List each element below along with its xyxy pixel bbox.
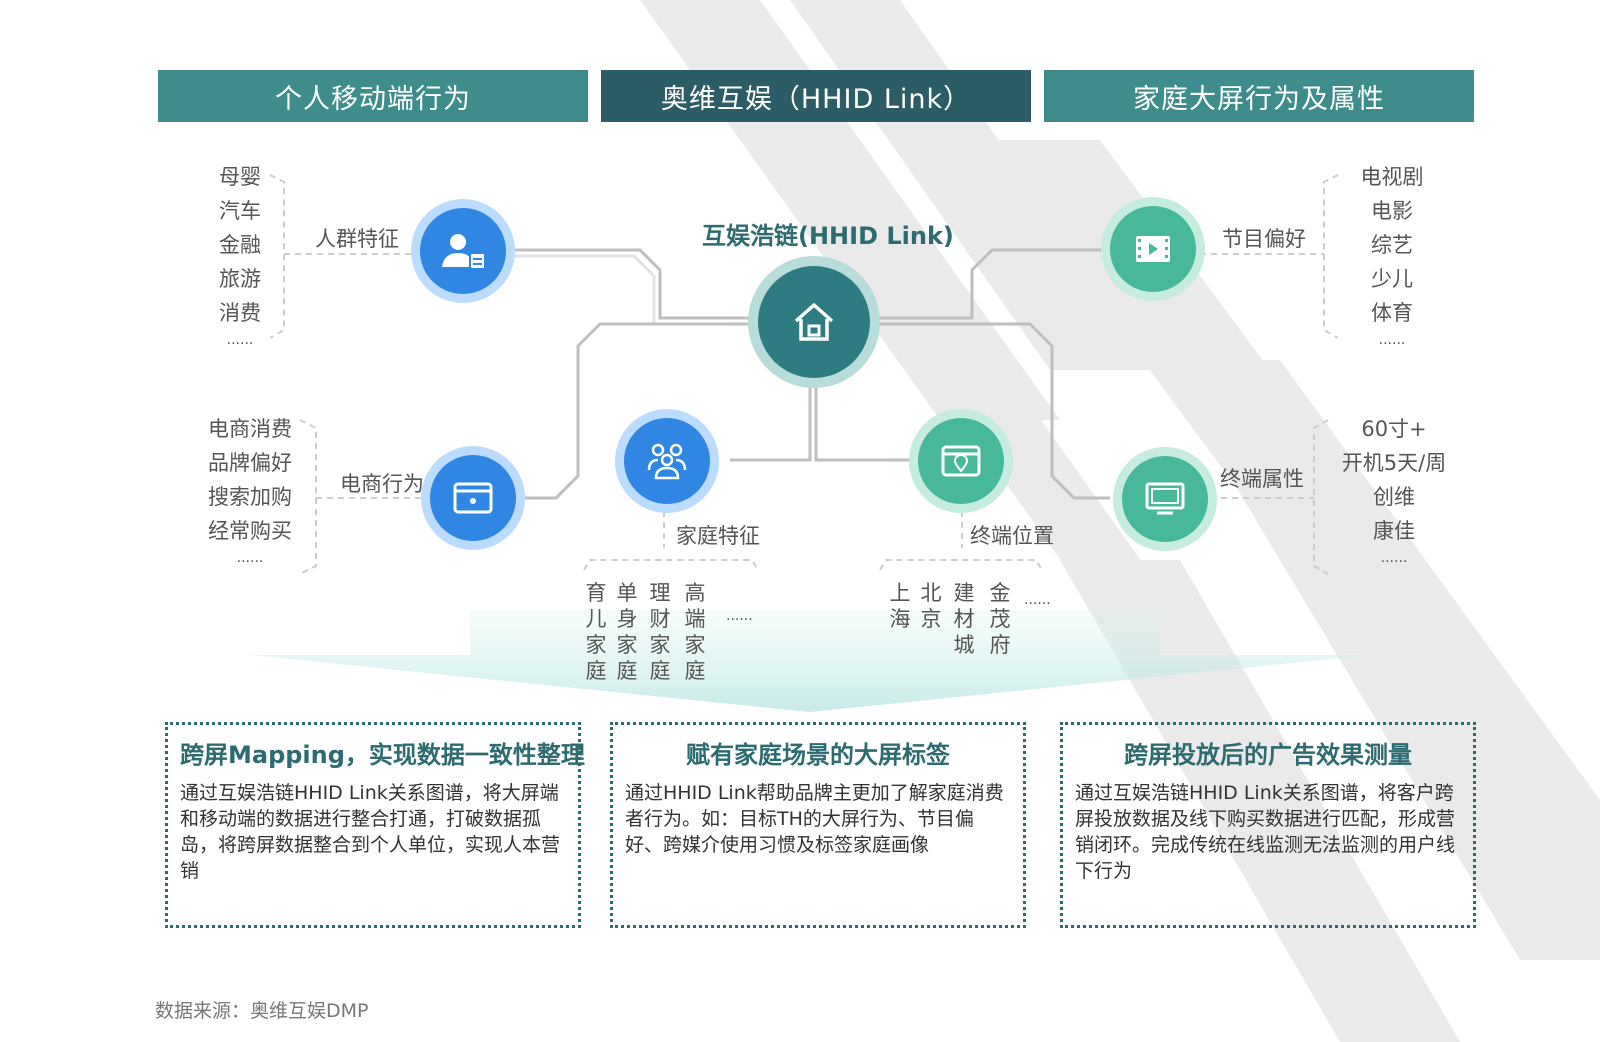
center-title: 互娱浩链(HHID Link) (702, 222, 954, 250)
list-item: 创维 (1373, 485, 1415, 509)
list-item: 品牌偏好 (208, 451, 292, 475)
char: 庭 (616, 659, 638, 683)
char: 庭 (684, 659, 706, 683)
tv-monitor-icon (1145, 482, 1185, 515)
char: 端 (684, 607, 706, 631)
terminal-node (1122, 456, 1208, 542)
char: 育 (585, 581, 607, 605)
char: 单 (616, 581, 638, 605)
location-col-4: 金 茂 府 (988, 580, 1012, 658)
char: 家 (649, 633, 671, 657)
location-more: ...... (1024, 592, 1051, 608)
char: 理 (649, 581, 671, 605)
header-family-bigscreen: 家庭大屏行为及属性 (1044, 70, 1474, 122)
home-icon (794, 303, 834, 341)
card-ad-effect-measurement: 跨屏投放后的广告效果测量 通过互娱浩链HHID Link关系图谱，将客户跨屏投放… (1060, 722, 1476, 928)
list-item: 搜索加购 (208, 485, 292, 509)
list-item: ...... (1380, 550, 1408, 566)
family-col-2: 单 身 家 庭 (615, 580, 639, 684)
list-item: ...... (236, 550, 264, 566)
location-col-3: 建 材 城 (952, 580, 976, 658)
card-title: 跨屏投放后的广告效果测量 (1124, 741, 1412, 769)
family-group-icon (647, 443, 687, 480)
list-item: ...... (1378, 332, 1406, 348)
ecommerce-label: 电商行为 (340, 472, 424, 496)
char: 建 (953, 581, 975, 605)
list-item: 开机5天/周 (1341, 451, 1447, 475)
list-item: 电商消费 (208, 417, 292, 441)
family-col-1: 育 儿 家 庭 (584, 580, 608, 684)
char: 高 (684, 581, 706, 605)
list-item: 母婴 (219, 165, 261, 189)
char: 海 (889, 607, 911, 631)
list-item: 经常购买 (208, 519, 292, 543)
char: 身 (616, 607, 638, 631)
list-item: 体育 (1371, 301, 1413, 325)
list-item: 消费 (219, 301, 261, 325)
list-item: 电视剧 (1360, 165, 1424, 189)
family-more: ...... (726, 608, 753, 624)
terminal-label: 终端属性 (1220, 467, 1304, 491)
header-right-label: 家庭大屏行为及属性 (1133, 83, 1385, 115)
header-hhid-link: 奥维互娱（HHID Link） (601, 70, 1031, 122)
card-cross-screen-mapping: 跨屏Mapping，实现数据一致性整理 通过互娱浩链HHID Link关系图谱，… (165, 722, 585, 928)
card-title: 跨屏Mapping，实现数据一致性整理 (180, 741, 585, 769)
char: 家 (684, 633, 706, 657)
card-title: 赋有家庭场景的大屏标签 (686, 741, 950, 769)
data-source-note: 数据来源：奥维互娱DMP (155, 1000, 369, 1022)
crowd-label: 人群特征 (315, 227, 399, 251)
location-col-2: 北 京 (919, 580, 943, 632)
char: 家 (616, 633, 638, 657)
list-item: 金融 (219, 233, 261, 257)
card-body: 通过HHID Link帮助品牌主更加了解家庭消费者行为。如：目标TH的大屏行为、… (625, 782, 1004, 856)
terminal-list: 60寸+ 开机5天/周 创维 康佳 ...... (1334, 412, 1454, 572)
char: 城 (953, 633, 975, 657)
card-family-scene-tags: 赋有家庭场景的大屏标签 通过HHID Link帮助品牌主更加了解家庭消费者行为。… (610, 722, 1026, 928)
crowd-list: 母婴 汽车 金融 旅游 消费 ...... (205, 160, 275, 354)
family-col-4: 高 端 家 庭 (683, 580, 707, 684)
location-label: 终端位置 (970, 524, 1054, 548)
browser-window-icon (453, 482, 493, 514)
card-body: 通过互娱浩链HHID Link关系图谱，将大屏端和移动端的数据进行整合打通，打破… (180, 782, 561, 882)
header-middle-label: 奥维互娱（HHID Link） (660, 83, 972, 115)
char: 茂 (989, 607, 1011, 631)
header-left-label: 个人移动端行为 (275, 83, 471, 115)
list-item: ...... (226, 332, 254, 348)
char: 家 (585, 633, 607, 657)
program-label: 节目偏好 (1222, 227, 1306, 251)
char: 北 (920, 581, 942, 605)
list-item: 旅游 (219, 267, 261, 291)
header-personal-mobile: 个人移动端行为 (158, 70, 588, 122)
crowd-node (420, 208, 506, 294)
center-hub (758, 266, 870, 378)
char: 财 (649, 607, 671, 631)
list-item: 电影 (1371, 199, 1413, 223)
char: 材 (953, 607, 975, 631)
location-col-1: 上 海 (888, 580, 912, 632)
char: 庭 (585, 659, 607, 683)
char: 庭 (649, 659, 671, 683)
char: 儿 (585, 607, 607, 631)
list-item: 康佳 (1373, 519, 1415, 543)
video-play-icon (1136, 236, 1170, 262)
location-window-icon (941, 445, 981, 477)
char: 京 (920, 607, 942, 631)
char: 府 (989, 633, 1011, 657)
char: 上 (889, 581, 911, 605)
program-node (1110, 206, 1196, 292)
list-item: 少儿 (1371, 267, 1413, 291)
location-node (918, 418, 1004, 504)
user-card-icon (442, 234, 486, 270)
char: 金 (989, 581, 1011, 605)
ecommerce-list: 电商消费 品牌偏好 搜索加购 经常购买 ...... (200, 412, 300, 572)
family-node (624, 418, 710, 504)
list-item: 汽车 (219, 199, 261, 223)
card-body: 通过互娱浩链HHID Link关系图谱，将客户跨屏投放数据及线下购买数据进行匹配… (1075, 782, 1456, 882)
family-col-3: 理 财 家 庭 (648, 580, 672, 684)
list-item: 60寸+ (1361, 417, 1427, 441)
family-label: 家庭特征 (676, 524, 760, 548)
program-list: 电视剧 电影 综艺 少儿 体育 ...... (1352, 160, 1432, 354)
list-item: 综艺 (1371, 233, 1413, 257)
ecommerce-node (430, 455, 516, 541)
